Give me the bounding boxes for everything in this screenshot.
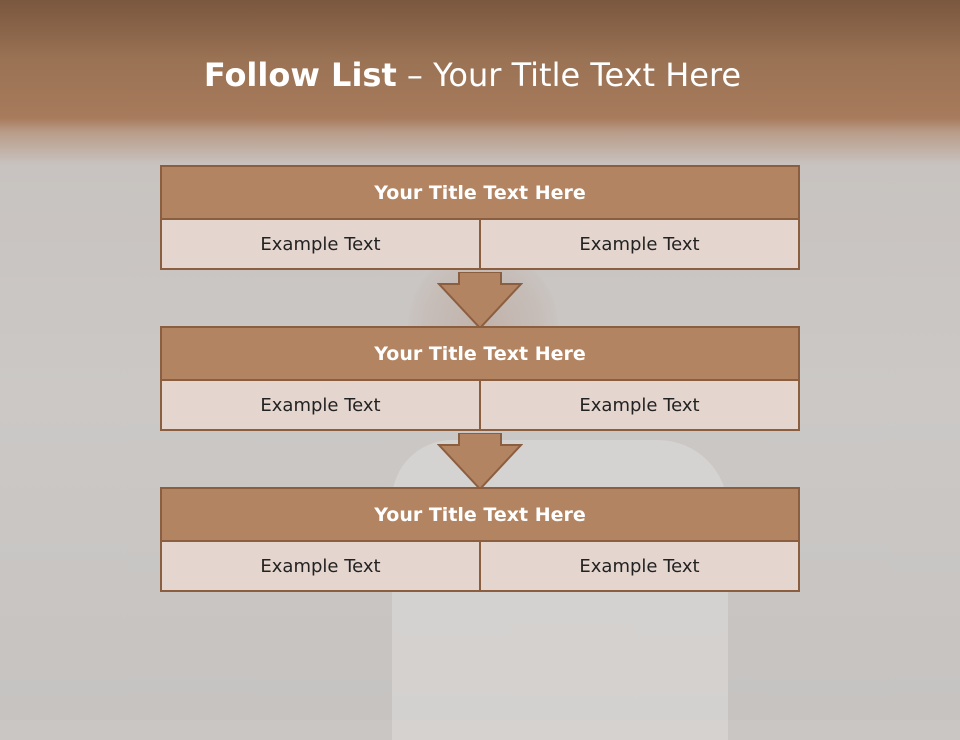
block-cell-left: Example Text bbox=[160, 542, 481, 592]
list-block-3: Your Title Text Here Example Text Exampl… bbox=[160, 487, 800, 592]
block-cell-left: Example Text bbox=[160, 381, 481, 431]
block-row: Example Text Example Text bbox=[160, 220, 800, 270]
block-row: Example Text Example Text bbox=[160, 542, 800, 592]
block-cell-right: Example Text bbox=[481, 381, 800, 431]
block-row: Example Text Example Text bbox=[160, 381, 800, 431]
block-title: Your Title Text Here bbox=[160, 487, 800, 542]
title-rest: – Your Title Text Here bbox=[396, 56, 742, 94]
title-bold: Follow List bbox=[203, 56, 397, 94]
block-title: Your Title Text Here bbox=[160, 165, 800, 220]
list-block-1: Your Title Text Here Example Text Exampl… bbox=[160, 165, 800, 270]
block-cell-right: Example Text bbox=[481, 542, 800, 592]
list-block-2: Your Title Text Here Example Text Exampl… bbox=[160, 326, 800, 431]
down-arrow-icon bbox=[437, 433, 523, 491]
slide-title: Follow List – Your Title Text Here bbox=[0, 56, 945, 94]
block-cell-right: Example Text bbox=[481, 220, 800, 270]
down-arrow-icon bbox=[437, 272, 523, 330]
block-title: Your Title Text Here bbox=[160, 326, 800, 381]
block-cell-left: Example Text bbox=[160, 220, 481, 270]
